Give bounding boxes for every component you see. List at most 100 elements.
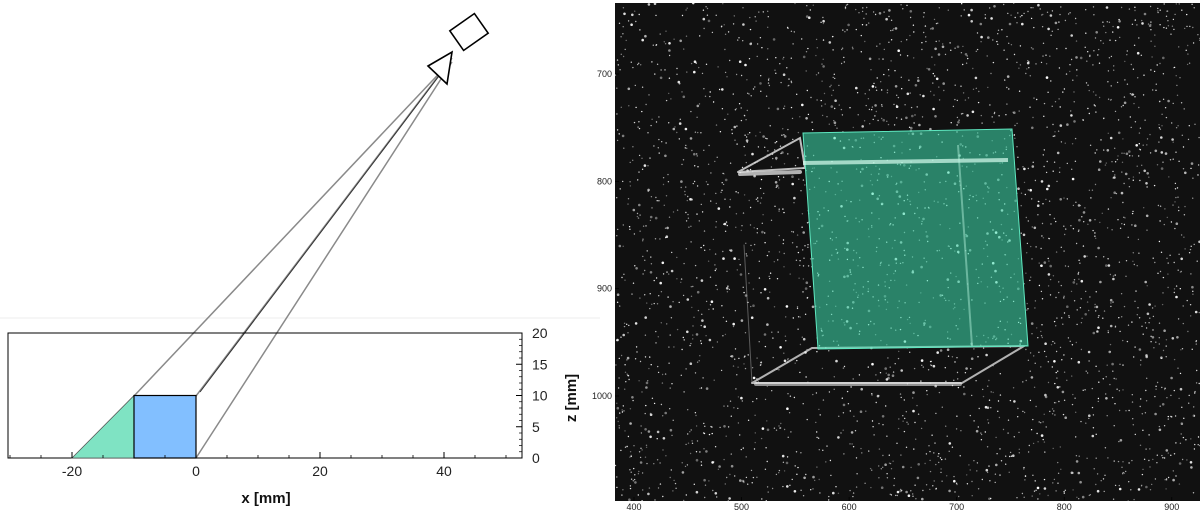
particle-speckle bbox=[655, 330, 657, 333]
particle-speckle bbox=[893, 28, 895, 30]
particle-speckle bbox=[1121, 171, 1123, 173]
particle-speckle bbox=[1095, 256, 1097, 258]
particle-speckle bbox=[940, 468, 942, 470]
particle-speckle bbox=[786, 67, 788, 69]
particle-speckle bbox=[796, 93, 798, 96]
particle-speckle bbox=[966, 474, 968, 476]
particle-speckle bbox=[711, 31, 714, 34]
particle-speckle bbox=[1046, 187, 1049, 191]
particle-speckle bbox=[1023, 466, 1025, 469]
particle-speckle bbox=[865, 24, 867, 26]
particle-speckle bbox=[997, 410, 999, 412]
particle-speckle bbox=[747, 354, 749, 356]
particle-speckle bbox=[1041, 26, 1044, 28]
particle-speckle bbox=[1195, 343, 1198, 345]
particle-speckle bbox=[975, 50, 977, 52]
particle-speckle bbox=[865, 13, 867, 15]
particle-speckle bbox=[1190, 438, 1192, 440]
particle-speckle bbox=[1111, 229, 1113, 231]
camera-body bbox=[448, 12, 490, 52]
particle-speckle bbox=[671, 383, 673, 385]
particle-speckle bbox=[1098, 96, 1101, 99]
particle-speckle bbox=[1117, 131, 1121, 135]
particle-speckle bbox=[1084, 46, 1086, 48]
particle-speckle bbox=[1003, 3, 1005, 6]
particle-speckle bbox=[1023, 283, 1025, 285]
particle-speckle bbox=[1121, 223, 1123, 225]
particle-speckle bbox=[616, 301, 619, 304]
particle-speckle bbox=[1109, 383, 1111, 386]
particle-speckle bbox=[971, 480, 973, 483]
particle-speckle bbox=[1064, 233, 1066, 236]
particle-speckle bbox=[1043, 350, 1046, 353]
particle-speckle bbox=[985, 468, 989, 472]
particle-speckle bbox=[741, 166, 744, 169]
particle-speckle bbox=[920, 380, 922, 382]
particle-speckle bbox=[654, 499, 656, 501]
particle-speckle bbox=[738, 103, 741, 105]
particle-speckle bbox=[636, 351, 638, 353]
particle-speckle bbox=[1173, 28, 1175, 31]
particle-speckle bbox=[873, 434, 875, 436]
particle-speckle bbox=[635, 346, 638, 348]
particle-speckle bbox=[617, 228, 619, 231]
particle-speckle bbox=[1118, 18, 1120, 21]
particle-speckle bbox=[1059, 106, 1061, 108]
particle-speckle bbox=[892, 460, 894, 462]
particle-speckle bbox=[657, 487, 660, 489]
particle-speckle bbox=[1138, 37, 1140, 39]
particle-speckle bbox=[727, 113, 729, 115]
particle-speckle bbox=[931, 56, 933, 58]
particle-speckle bbox=[1172, 141, 1174, 143]
particle-speckle bbox=[691, 149, 693, 152]
particle-speckle bbox=[913, 122, 915, 124]
particle-speckle bbox=[649, 435, 652, 439]
particle-speckle bbox=[936, 351, 939, 354]
particle-speckle bbox=[689, 344, 691, 347]
particle-speckle bbox=[1118, 317, 1120, 319]
particle-speckle bbox=[821, 80, 823, 82]
particle-speckle bbox=[993, 5, 996, 8]
particle-speckle bbox=[723, 24, 725, 26]
particle-speckle bbox=[672, 419, 674, 421]
particle-speckle bbox=[923, 31, 925, 34]
particle-speckle bbox=[787, 359, 789, 361]
particle-speckle bbox=[761, 222, 763, 224]
particle-speckle bbox=[1119, 227, 1122, 229]
particle-speckle bbox=[1149, 5, 1152, 8]
particle-speckle bbox=[621, 494, 623, 496]
particle-speckle bbox=[1048, 200, 1051, 202]
particle-speckle bbox=[659, 281, 662, 285]
particle-speckle bbox=[1117, 219, 1119, 221]
particle-speckle bbox=[1186, 459, 1188, 461]
particle-speckle bbox=[1151, 336, 1155, 339]
particle-speckle bbox=[1142, 429, 1144, 431]
particle-speckle bbox=[1188, 125, 1191, 127]
particle-speckle bbox=[1047, 361, 1050, 363]
particle-speckle bbox=[1187, 330, 1189, 333]
particle-speckle bbox=[1145, 400, 1148, 402]
particle-speckle bbox=[1158, 322, 1161, 324]
particle-speckle bbox=[1173, 358, 1176, 361]
particle-speckle bbox=[977, 356, 979, 358]
particle-speckle bbox=[790, 57, 792, 59]
particle-speckle bbox=[1049, 264, 1052, 268]
particle-speckle bbox=[822, 16, 824, 19]
particle-speckle bbox=[1153, 70, 1156, 73]
particle-speckle bbox=[623, 322, 626, 324]
particle-speckle bbox=[802, 278, 805, 280]
particle-speckle bbox=[700, 464, 703, 466]
particle-speckle bbox=[629, 228, 631, 230]
particle-speckle bbox=[1107, 330, 1109, 332]
particle-speckle bbox=[875, 374, 877, 376]
particle-speckle bbox=[1112, 370, 1114, 372]
particle-speckle bbox=[1141, 164, 1143, 166]
particle-speckle bbox=[833, 120, 835, 122]
particle-speckle bbox=[858, 374, 861, 376]
particle-speckle bbox=[1095, 111, 1097, 113]
particle-speckle bbox=[1142, 333, 1144, 335]
particle-speckle bbox=[1072, 204, 1075, 207]
particle-speckle bbox=[684, 190, 686, 193]
particle-speckle bbox=[986, 446, 989, 448]
particle-speckle bbox=[864, 93, 866, 95]
